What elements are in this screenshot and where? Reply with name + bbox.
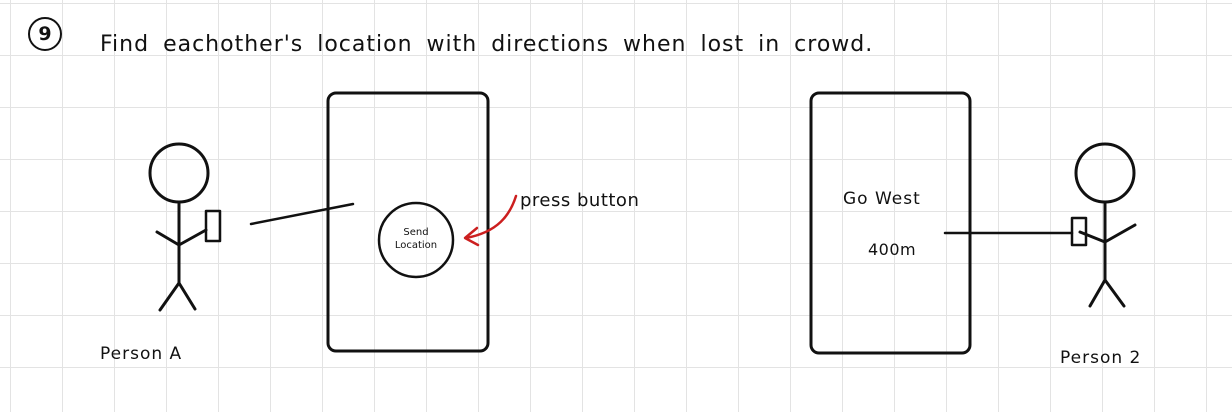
person-2-left-arm bbox=[1078, 230, 1107, 244]
person-2-head bbox=[1074, 142, 1136, 204]
press-button-arrow bbox=[463, 194, 518, 247]
step-number: 9 bbox=[38, 23, 52, 45]
page-title: Find eachother's location with direction… bbox=[100, 32, 874, 57]
person-2-right-arm bbox=[1103, 223, 1137, 244]
person-a-left-leg bbox=[158, 281, 181, 312]
step-number-badge: 9 bbox=[28, 17, 62, 51]
person-a-left-arm bbox=[155, 230, 181, 247]
person-a-right-leg bbox=[177, 281, 197, 311]
press-button-arrow-head bbox=[463, 226, 480, 247]
person-a-phone-icon bbox=[204, 209, 222, 243]
person-a-label: Person A bbox=[100, 344, 183, 364]
direction-text: Go West bbox=[843, 189, 921, 209]
person-2-left-leg bbox=[1088, 278, 1107, 308]
phone-a-frame bbox=[326, 91, 490, 353]
send-location-button-line1: Send bbox=[403, 227, 429, 238]
send-location-button-circle bbox=[377, 201, 455, 279]
person-2-right-leg bbox=[1103, 278, 1126, 308]
person-a-right-arm bbox=[177, 228, 208, 247]
person-2-label: Person 2 bbox=[1060, 348, 1142, 368]
person-a-head bbox=[148, 142, 210, 204]
connector-line-a bbox=[249, 202, 355, 226]
person-a-figure bbox=[148, 142, 222, 312]
press-button-annotation: press button bbox=[520, 190, 640, 211]
send-location-button[interactable]: Send Location bbox=[378, 204, 454, 274]
phone-b-frame bbox=[809, 91, 972, 355]
person-2-phone-icon bbox=[1070, 216, 1088, 247]
person-2-figure bbox=[1070, 142, 1137, 308]
press-button-arrow-curve bbox=[464, 194, 518, 240]
distance-text: 400m bbox=[868, 240, 917, 259]
send-location-button-line2: Location bbox=[394, 240, 438, 251]
